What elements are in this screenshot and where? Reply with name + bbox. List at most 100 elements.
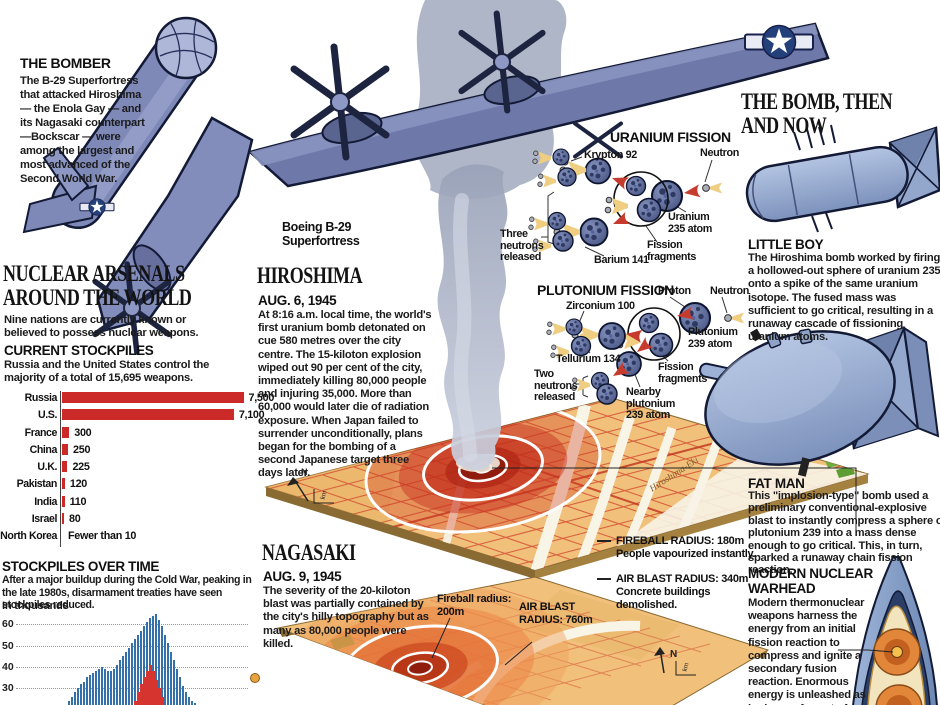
time-bar-blue: [89, 675, 91, 705]
time-bar-blue: [182, 685, 184, 705]
hiroshima-airblast-callout-body: Concrete buildings demolished.: [616, 586, 711, 611]
y-axis-tick: 50: [2, 639, 14, 652]
label-neutron-p: Neutron: [710, 285, 749, 297]
bomb-then-now-title: THE BOMB, THEN AND NOW: [741, 89, 893, 138]
stockpile-bar: [62, 426, 70, 438]
time-bar-blue: [110, 671, 112, 705]
stockpile-bar: [62, 392, 244, 403]
label-plutonium-atom: Plutonium 239 atom: [688, 326, 738, 350]
stockpile-category: U.S.: [37, 409, 57, 422]
callout-dash: [597, 540, 611, 542]
time-bar-red: [157, 688, 161, 705]
plutonium-fission-title: PLUTONIUM FISSION: [537, 282, 674, 298]
stockpile-category: North Korea: [0, 530, 57, 542]
stockpile-bar: [62, 409, 234, 421]
arsenals-intro: Nine nations are currently known or beli…: [4, 314, 199, 340]
fat-man-bomb-illustration: [699, 325, 940, 477]
stockpile-category: Pakistan: [16, 478, 58, 491]
stockpile-category: Russia: [24, 392, 58, 404]
chart-dot: [250, 673, 260, 683]
nose-canopy-icon: [157, 19, 215, 77]
fat-man-title: FAT MAN: [748, 476, 805, 491]
time-bar-blue: [149, 617, 151, 705]
time-bar-blue: [155, 613, 157, 705]
warhead-cutaway-illustration: [838, 556, 938, 705]
time-bar-blue: [104, 668, 106, 705]
time-bar-blue: [77, 688, 79, 705]
y-axis-tick: 40: [2, 660, 14, 673]
label-nearby-plutonium: Nearby plutonium 239 atom: [626, 386, 676, 422]
nagasaki-date: AUG. 9, 1945: [263, 569, 342, 584]
stockpiles-time-title: STOCKPILES OVER TIME: [2, 559, 160, 574]
time-bar-red: [145, 671, 149, 705]
time-bar-blue: [176, 668, 178, 705]
modern-warhead-body: Modern thermonuclear weapons harness the…: [748, 597, 868, 705]
time-bar-blue: [83, 681, 85, 705]
stockpile-value: 110: [69, 495, 87, 508]
b29-plane-illustration: [22, 10, 830, 355]
time-bar-blue: [101, 666, 103, 705]
time-bar-blue: [131, 643, 133, 705]
stockpile-value: 120: [69, 478, 88, 491]
stockpile-row: Pakistan 120: [0, 477, 256, 492]
time-bar-blue: [179, 677, 181, 705]
hiroshima-title: HIROSHIMA: [257, 263, 363, 288]
time-bar-blue: [86, 677, 88, 705]
label-fission-fragments-p: Fission fragments: [658, 361, 708, 385]
stockpile-bar: [62, 495, 65, 507]
label-krypton: Krypton 92: [584, 149, 637, 161]
time-bar-blue: [185, 692, 187, 705]
label-barium: Barium 141: [594, 254, 649, 266]
nagasaki-map: N km: [276, 576, 770, 705]
label-neutron: Neutron: [700, 147, 739, 159]
time-bar-blue: [68, 700, 70, 705]
time-bar-blue: [122, 656, 124, 705]
stockpile-value: 225: [72, 461, 90, 473]
arsenals-title: NUCLEAR ARSENALS AROUND THE WORLD: [3, 261, 192, 310]
time-bar-blue: [188, 696, 190, 705]
current-stockpiles-intro: Russia and the United States control the…: [4, 359, 210, 385]
compass-n-label: N: [670, 649, 677, 660]
time-bar-red: [151, 671, 155, 705]
time-bar-blue: [161, 626, 163, 705]
little-boy-bomb-illustration: [745, 124, 940, 233]
stockpile-value: 300: [74, 426, 92, 439]
hiroshima-body: At 8:16 a.m. local time, the world's fir…: [258, 309, 432, 480]
nagasaki-airblast-label: AIR BLAST RADIUS: 760m: [519, 601, 593, 626]
time-bar-red: [142, 677, 146, 705]
nagasaki-body: The severity of the 20-kiloton blast was…: [263, 585, 429, 650]
uranium-fission-diagram: [528, 148, 723, 257]
hiroshima-fireball-callout-title: FIREBALL RADIUS: 180m: [616, 535, 744, 547]
time-bar-blue: [107, 671, 109, 705]
time-bar-blue: [146, 622, 148, 705]
time-bar-red: [133, 700, 137, 705]
plane-label: Boeing B-29 Superfortress: [282, 220, 360, 248]
little-boy-body: The Hiroshima bomb worked by firing a ho…: [748, 252, 940, 344]
time-bar-blue: [158, 619, 160, 705]
stockpile-value: 80: [69, 512, 81, 525]
label-tellurium: Tellurium 134: [556, 353, 621, 365]
time-bar-blue: [152, 615, 154, 705]
time-bar-blue: [173, 660, 175, 705]
stockpile-bar: [62, 512, 64, 524]
nagasaki-fireball-label: Fireball radius: 200m: [437, 593, 512, 618]
time-bar-blue: [125, 651, 127, 705]
time-bar-red: [139, 683, 143, 705]
stockpile-category: France: [24, 426, 58, 439]
stockpiles-time-unit: In thousands: [2, 600, 69, 612]
time-bar-blue: [134, 639, 136, 705]
time-bar-blue: [116, 664, 118, 705]
y-axis-tick: 60: [2, 618, 14, 631]
stockpile-bar: [62, 443, 69, 455]
time-bar-blue: [167, 643, 169, 705]
current-stockpiles-title: CURRENT STOCKPILES: [4, 343, 154, 358]
hiroshima-date: AUG. 6, 1945: [258, 293, 337, 308]
time-bar-blue: [80, 683, 82, 705]
